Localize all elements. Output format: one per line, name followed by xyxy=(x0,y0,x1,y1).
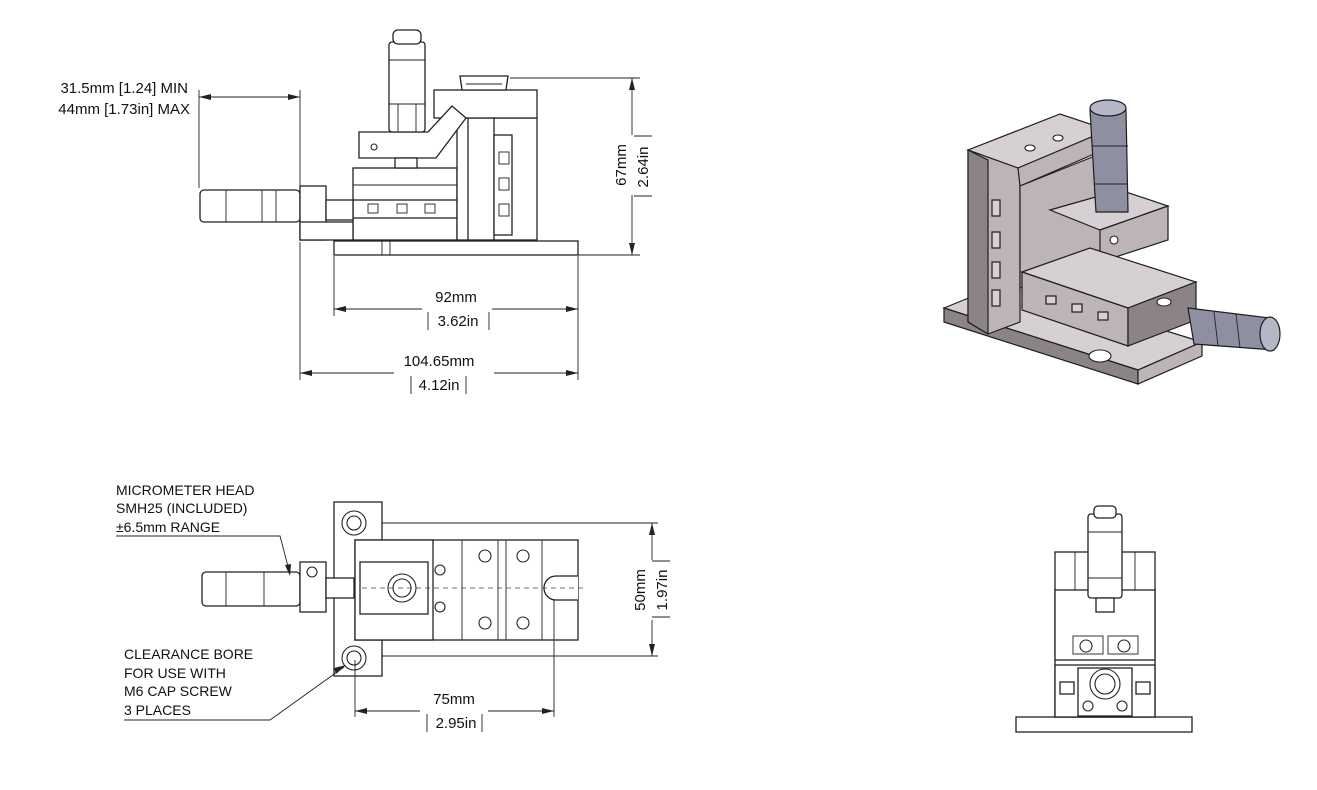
horizontal-micrometer xyxy=(199,189,301,223)
micrometer-title: MICROMETER HEAD xyxy=(116,482,254,498)
top-micrometer xyxy=(201,571,301,607)
front-micrometer xyxy=(1087,513,1123,599)
height-in-label: 2.64in xyxy=(635,147,652,188)
front-base-plate xyxy=(1015,716,1193,733)
front-view xyxy=(1015,505,1193,733)
base-length-mm-label: 92mm xyxy=(435,289,477,306)
isometric-view xyxy=(942,99,1281,385)
top-view: MICROMETER HEAD SMH25 (INCLUDED) ±6.5mm … xyxy=(116,482,676,736)
vertical-micrometer xyxy=(388,41,426,133)
width-in-label: 1.97in xyxy=(654,570,671,611)
bore-line-2: FOR USE WITH xyxy=(124,665,226,681)
iso-vertical-micrometer xyxy=(1089,109,1129,213)
top-bracket xyxy=(459,75,509,91)
bore-line-4: 3 PLACES xyxy=(124,702,191,718)
bore-line-1: CLEARANCE BORE xyxy=(124,646,253,662)
height-mm-label: 67mm xyxy=(613,144,630,186)
micrometer-range: ±6.5mm RANGE xyxy=(116,519,220,535)
total-length-mm-label: 104.65mm xyxy=(404,353,475,370)
spacing-mm-label: 75mm xyxy=(433,691,475,708)
range-max-label: 44mm [1.73in] MAX xyxy=(58,101,190,118)
bore-line-3: M6 CAP SCREW xyxy=(124,683,233,699)
micrometer-model: SMH25 (INCLUDED) xyxy=(116,500,247,516)
width-mm-label: 50mm xyxy=(632,569,649,611)
range-min-label: 31.5mm [1.24] MIN xyxy=(60,80,188,97)
base-length-in-label: 3.62in xyxy=(438,313,479,330)
spacing-in-label: 2.95in xyxy=(436,715,477,732)
total-length-in-label: 4.12in xyxy=(419,377,460,394)
base-plate xyxy=(333,240,579,256)
side-view: 31.5mm [1.24] MIN 44mm [1.73in] MAX 67mm… xyxy=(58,29,658,396)
